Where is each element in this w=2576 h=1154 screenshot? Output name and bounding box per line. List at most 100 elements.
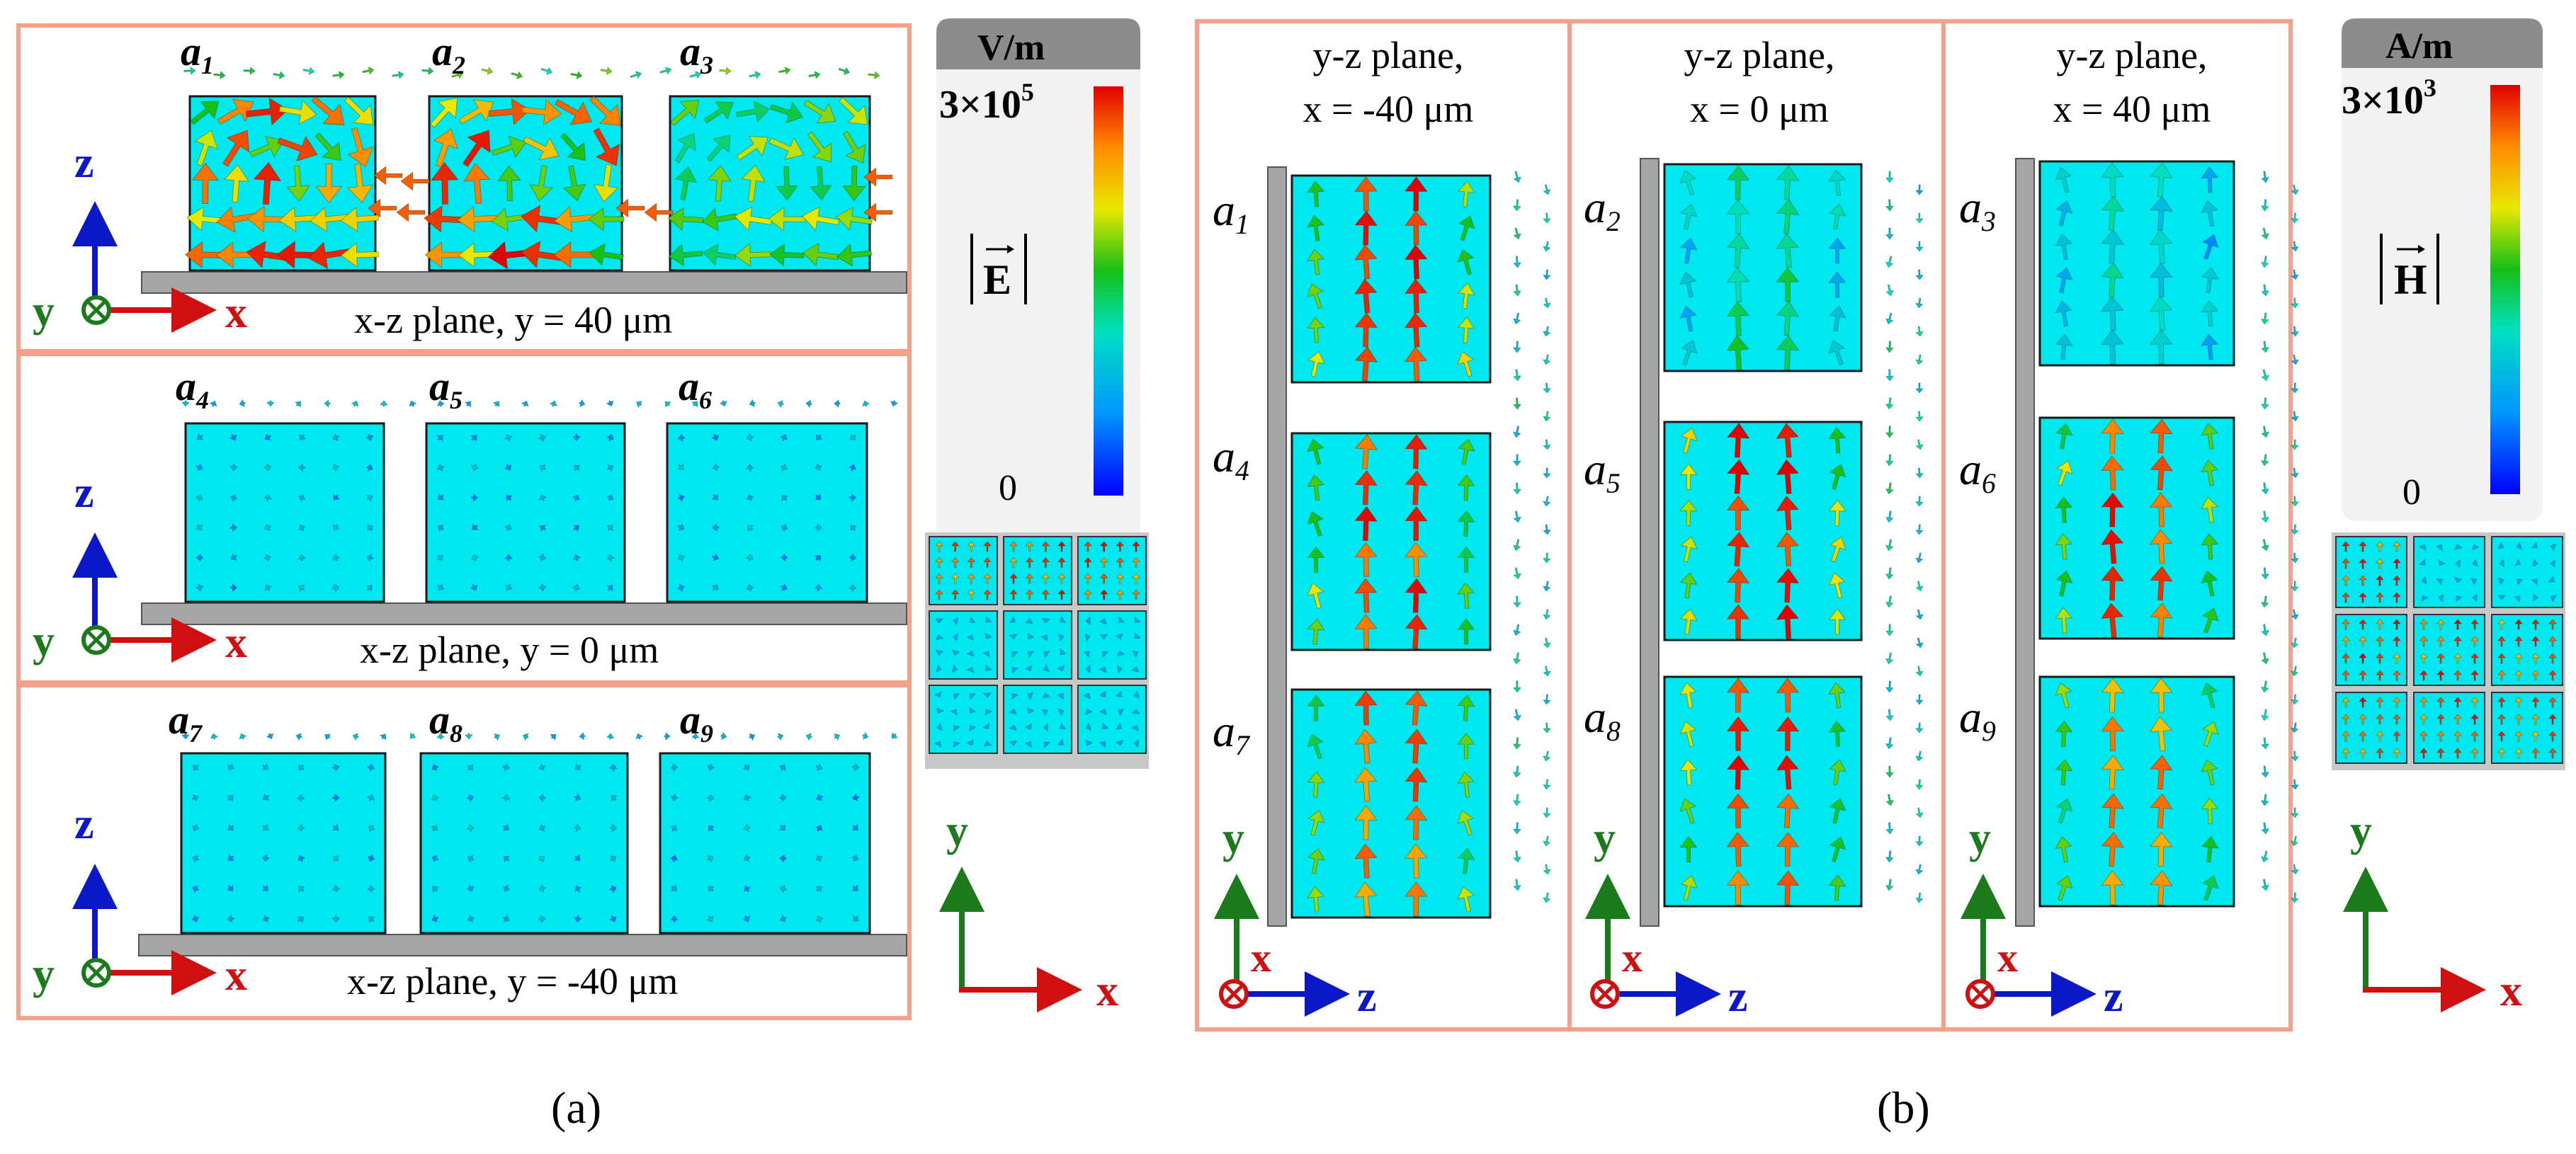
field-arrow xyxy=(1354,690,1378,726)
field-arrow xyxy=(437,493,445,501)
field-arrow xyxy=(2261,794,2269,806)
field-arrow xyxy=(1885,510,1894,523)
field-arrow xyxy=(229,434,237,441)
field-arrow xyxy=(607,464,614,472)
field-arrow xyxy=(1405,244,1428,280)
field-arrow xyxy=(734,243,772,268)
field-arrow xyxy=(1726,678,1750,713)
field-arrow xyxy=(1513,312,1521,325)
colorbar-e: V/m 3×105 0 E xyxy=(936,18,1140,556)
panel-b: y-z plane,x = -40 μm a1 a4 a7 y x z y-z … xyxy=(1195,18,2565,1133)
field-arrow xyxy=(1513,256,1521,268)
field-arrow xyxy=(589,243,624,266)
field-arrow xyxy=(1009,724,1017,731)
field-arrow xyxy=(1116,541,1125,552)
field-arrow xyxy=(245,97,289,126)
field-arrow xyxy=(278,100,317,125)
block-label-a8: a8 xyxy=(1584,692,1621,747)
field-arrow xyxy=(504,524,512,532)
column-3: y-z plane,x = 40 μm a3 a6 a9 y x z xyxy=(1959,34,2299,1021)
field-arrow xyxy=(985,709,992,716)
field-arrow xyxy=(332,71,345,79)
field-arrow xyxy=(1405,690,1428,726)
field-arrow xyxy=(2421,595,2429,602)
wall xyxy=(1640,158,1659,927)
field-arrow xyxy=(1025,618,1033,624)
field-arrow xyxy=(1115,740,1124,746)
field-arrow xyxy=(2201,300,2219,327)
block-label-a6: a6 xyxy=(679,363,712,414)
field-arrow xyxy=(2376,575,2384,586)
field-arrow xyxy=(1307,510,1324,537)
field-arrow xyxy=(2342,636,2350,647)
cross-mark xyxy=(1970,984,1990,1004)
field-arrow xyxy=(2514,697,2523,708)
field-arrow xyxy=(2548,576,2555,583)
field-arrow xyxy=(505,584,514,591)
field-arrow xyxy=(1405,843,1428,879)
axis-label-x: x xyxy=(1622,935,1642,981)
field-arrow xyxy=(1085,709,1093,716)
field-arrow xyxy=(2055,300,2072,327)
field-arrow xyxy=(239,399,246,408)
field-arrow xyxy=(953,725,960,732)
field-arrow xyxy=(2261,624,2269,636)
field-arrow xyxy=(2376,619,2384,630)
field-arrow xyxy=(778,764,786,771)
field-arrow xyxy=(1115,633,1123,640)
field-arrow xyxy=(470,435,477,442)
field-arrow xyxy=(606,525,613,532)
block-label-a2: a2 xyxy=(1584,182,1621,237)
field-arrow xyxy=(195,524,203,531)
field-arrow xyxy=(610,855,617,863)
field-arrow xyxy=(1513,510,1521,523)
row-1: a1 a2 a3 z x y x-z plane, y = 40 μm xyxy=(33,28,907,341)
field-arrow xyxy=(362,67,375,75)
field-arrow xyxy=(186,206,225,232)
field-arrow xyxy=(261,855,271,862)
field-arrow xyxy=(1060,648,1067,656)
field-arrow xyxy=(1513,482,1521,495)
field-arrow xyxy=(815,855,823,863)
field-arrow xyxy=(982,651,990,658)
field-arrow xyxy=(2150,755,2173,790)
field-arrow xyxy=(1885,879,1894,891)
field-arrow xyxy=(985,616,992,623)
field-arrow xyxy=(1457,618,1475,645)
field-arrow xyxy=(1405,346,1428,382)
field-arrow xyxy=(2550,559,2555,568)
field-arrow xyxy=(593,127,620,166)
field-arrow xyxy=(1307,438,1324,465)
field-arrow xyxy=(1042,692,1050,699)
row-3: a7 a8 a9 z x y x-z plane, y = -40 μm xyxy=(33,697,907,1002)
field-arrow xyxy=(816,793,823,801)
block-a2 xyxy=(428,95,623,272)
block-a2 xyxy=(1663,163,1863,372)
field-arrow xyxy=(1405,578,1428,613)
field-arrow xyxy=(2261,652,2269,665)
field-arrow xyxy=(2548,619,2557,630)
field-arrow xyxy=(181,400,190,407)
field-arrow xyxy=(227,914,234,923)
field-arrow xyxy=(644,202,674,222)
field-arrow xyxy=(967,541,976,552)
field-arrow xyxy=(768,207,806,232)
field-arrow xyxy=(265,584,272,591)
field-arrow xyxy=(589,96,622,126)
field-arrow xyxy=(1354,210,1378,246)
field-arrow xyxy=(502,823,510,831)
subscript: 8 xyxy=(450,719,463,748)
field-arrow xyxy=(2150,195,2173,231)
field-arrow xyxy=(606,554,615,561)
field-arrow xyxy=(2436,619,2445,630)
field-arrow xyxy=(2393,670,2401,681)
field-arrow xyxy=(1405,614,1428,649)
field-arrow xyxy=(1543,354,1551,365)
subscript: 6 xyxy=(699,386,712,414)
field-arrow xyxy=(1405,729,1428,764)
field-arrow xyxy=(1354,434,1378,469)
block-label-a7: a7 xyxy=(169,697,203,748)
field-arrow xyxy=(746,584,754,592)
field-arrow xyxy=(298,524,307,532)
field-arrow xyxy=(1354,505,1378,542)
